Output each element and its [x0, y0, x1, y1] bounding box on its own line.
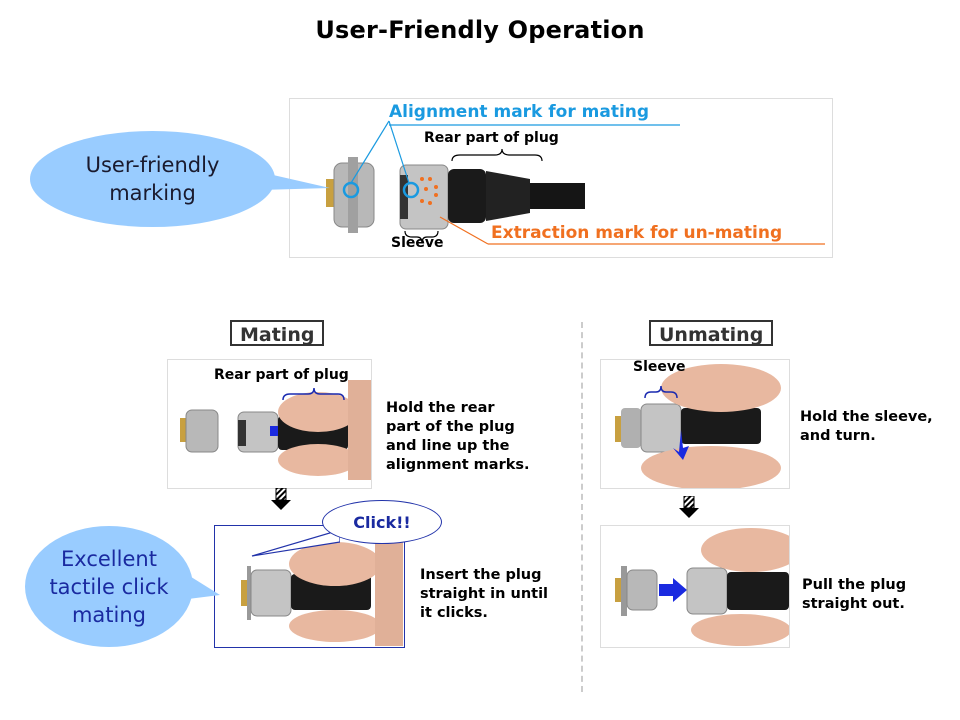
page-title: User-Friendly Operation [315, 16, 645, 44]
down-arrow-icon [271, 488, 291, 510]
connector-illustration [326, 120, 825, 245]
mating-step1-description: Hold the rear part of the plug and line … [386, 400, 530, 473]
sleeve-label: Sleeve [391, 235, 444, 251]
mating-step1-photo [167, 359, 372, 489]
unmating-step1-photo [600, 359, 790, 490]
alignment-mark-label: Alignment mark for mating [389, 102, 650, 122]
alignment-mark [270, 426, 280, 436]
pins [326, 179, 334, 207]
connector-overview-photo [289, 98, 833, 258]
unmating-heading: Unmating [649, 320, 774, 346]
mating-step2-description: Insert the plug straight in until it cli… [420, 567, 549, 621]
sleeve-label-unmating: Sleeve [633, 359, 686, 375]
down-arrow-icon [679, 496, 699, 518]
mating-heading: Mating [230, 320, 325, 346]
unmating-step2-photo [600, 525, 801, 648]
rear-part-label: Rear part of plug [424, 130, 559, 146]
rear-part-label-mating: Rear part of plug [214, 367, 349, 383]
pull-arrow-icon [659, 578, 687, 602]
unmating-step2-description: Pull the plug straight out. [802, 577, 907, 612]
alignment-circle-plug [402, 181, 420, 199]
cable [530, 183, 585, 209]
plug-rear [448, 169, 486, 223]
unmating-step1-description: Hold the sleeve, and turn. [800, 409, 933, 444]
sleeve-bracket [404, 230, 439, 244]
click-bubble-tail [251, 529, 340, 557]
rear-bracket [451, 148, 543, 162]
section-divider [581, 322, 583, 692]
extraction-mark-label: Extraction mark for un-mating [491, 223, 783, 243]
callout-tail [260, 172, 330, 190]
turn-arrow-icon [673, 430, 689, 460]
click-callout: Click!! [322, 500, 442, 544]
